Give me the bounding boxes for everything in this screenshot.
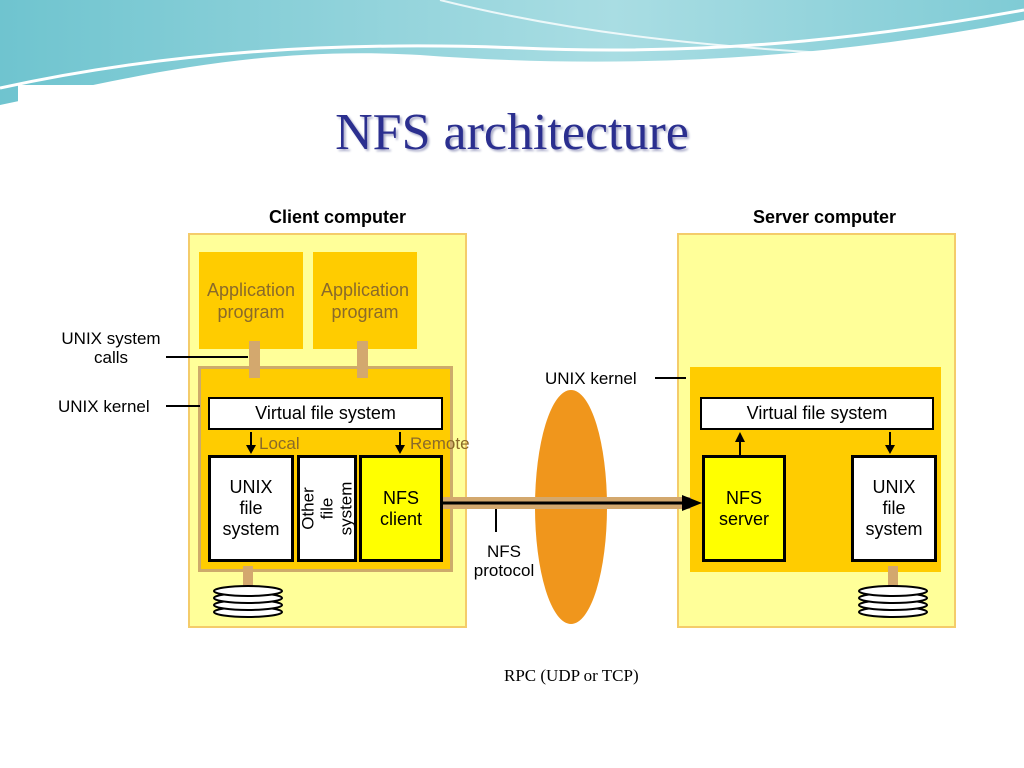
rpc-label: RPC (UDP or TCP) xyxy=(504,666,639,685)
nfs-server-label: NFS server xyxy=(718,487,769,529)
nfs-protocol-pipe xyxy=(443,497,691,509)
other-fs-label: Other file system xyxy=(298,481,356,536)
header-wave-decoration xyxy=(0,0,1024,110)
application-program-label: Application program xyxy=(320,279,410,322)
client-unix-file-system: UNIX file system xyxy=(208,455,294,562)
remote-label: Remote xyxy=(410,434,470,453)
server-unix-fs-label: UNIX file system xyxy=(865,477,923,539)
server-computer-heading: Server computer xyxy=(752,207,897,227)
application-program-box-2: Application program xyxy=(313,252,417,349)
nfs-client-label: NFS client xyxy=(379,487,423,529)
page-title: NFS architecture xyxy=(335,104,689,161)
nfs-server-box: NFS server xyxy=(702,455,786,562)
application-program-label: Application program xyxy=(206,279,296,322)
server-vfs-label: Virtual file system xyxy=(746,403,888,423)
unix-kernel-label-client: UNIX kernel xyxy=(58,397,150,416)
server-virtual-file-system: Virtual file system xyxy=(700,397,934,430)
unix-kernel-label-server: UNIX kernel xyxy=(545,369,637,388)
server-unix-file-system: UNIX file system xyxy=(851,455,937,562)
client-virtual-file-system: Virtual file system xyxy=(208,397,443,430)
client-vfs-label: Virtual file system xyxy=(255,403,396,423)
network-ellipse xyxy=(535,390,607,624)
nfs-protocol-label: NFS protocol xyxy=(473,542,535,580)
other-file-system: Other file system xyxy=(297,455,357,562)
application-program-box-1: Application program xyxy=(199,252,303,349)
client-unix-fs-label: UNIX file system xyxy=(222,477,280,539)
local-label: Local xyxy=(259,434,300,453)
unix-system-calls-label: UNIX system calls xyxy=(61,329,161,367)
client-computer-heading: Client computer xyxy=(268,207,406,227)
nfs-client-box: NFS client xyxy=(359,455,443,562)
